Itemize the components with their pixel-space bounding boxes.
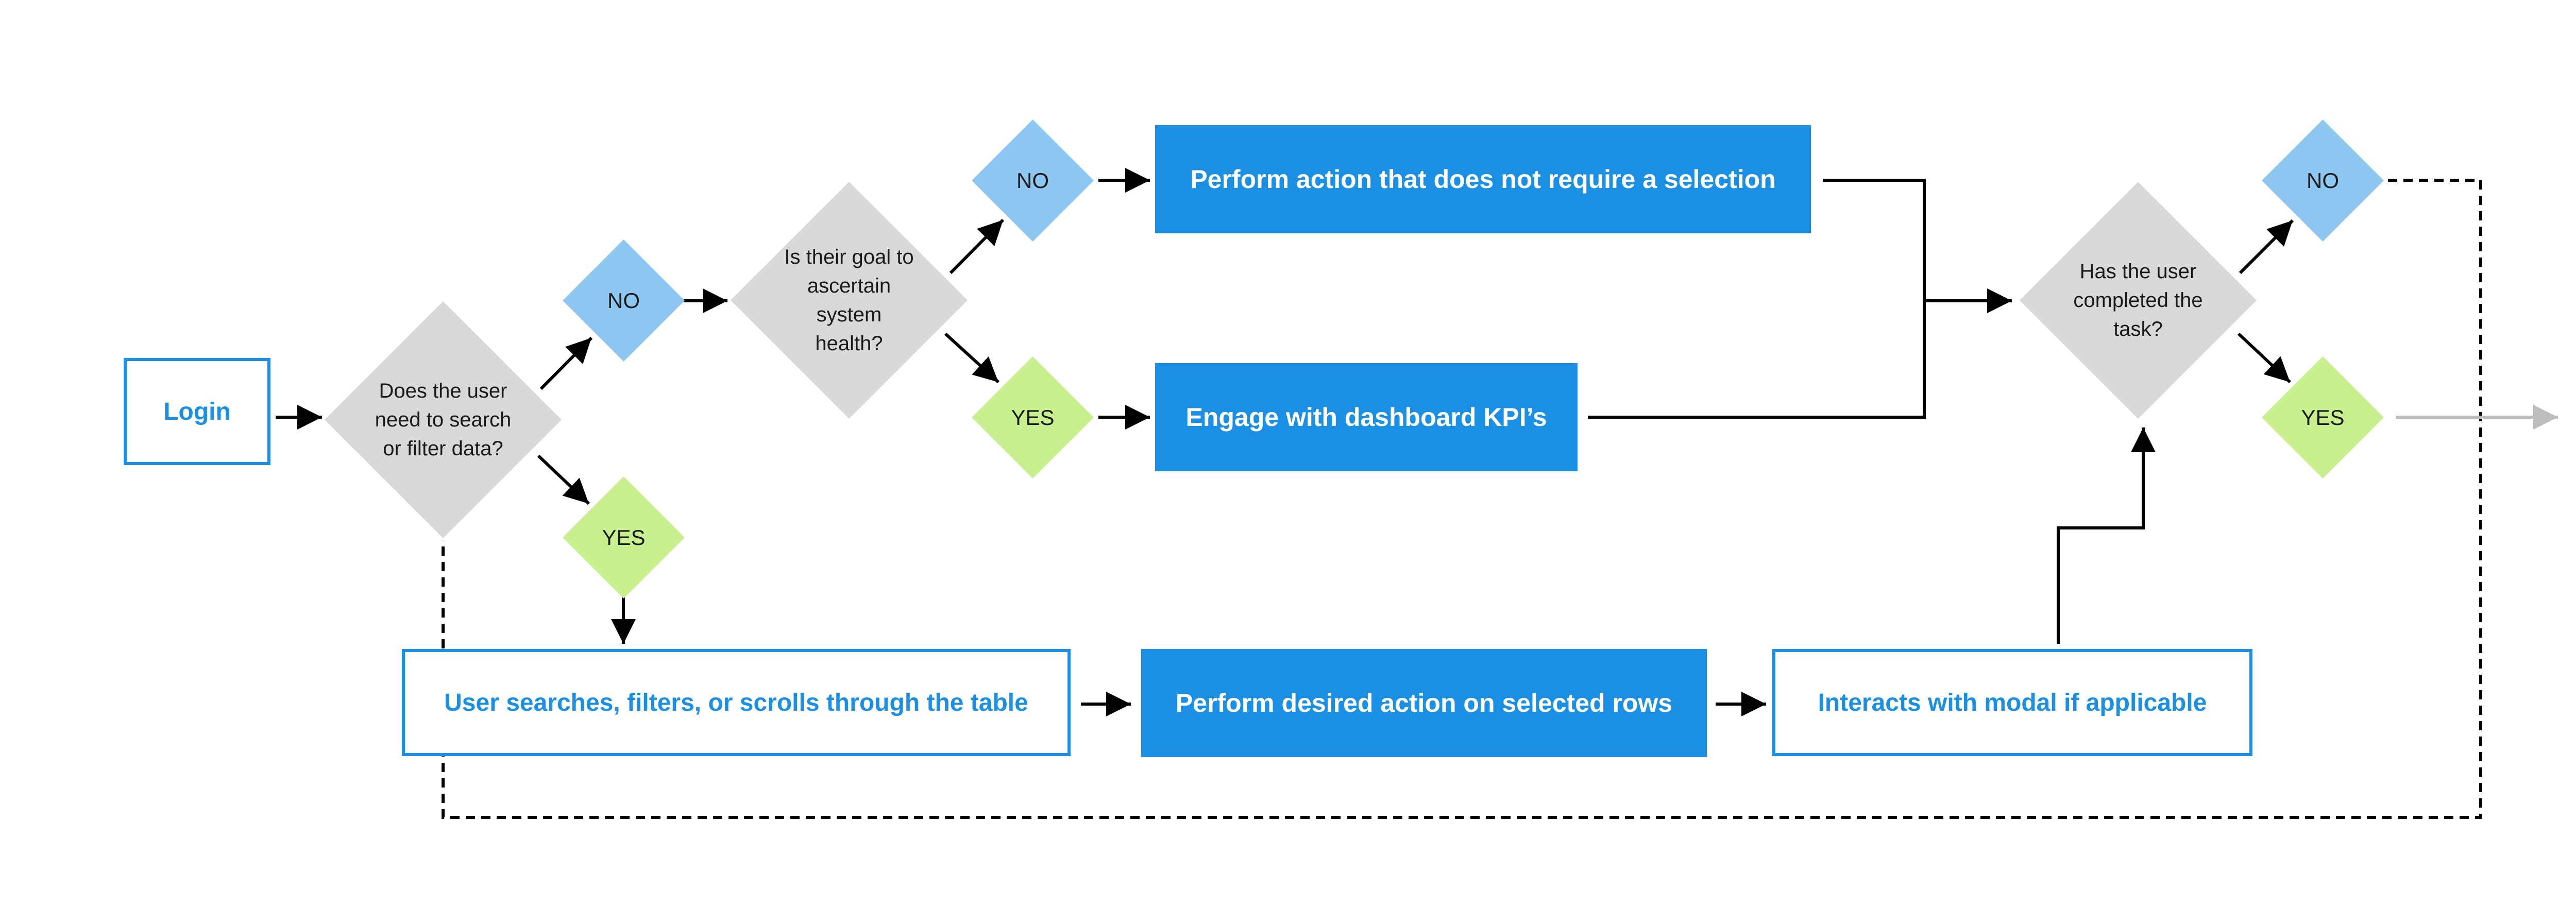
engage-kpi-box: Engage with dashboard KPI’s xyxy=(1155,363,1578,471)
goal-no-diamond: NO xyxy=(972,119,1094,242)
connector-modal-to-completed xyxy=(2057,427,2156,644)
decision-task-completed: Has the user completed the task? xyxy=(2020,182,2257,419)
decision-system-health: Is their goal to ascertain system health… xyxy=(731,182,968,419)
connector-search-to-no xyxy=(539,336,593,390)
modal-interaction-label: Interacts with modal if applicable xyxy=(1818,689,2207,716)
search-no-diamond: NO xyxy=(563,239,685,362)
connector-completed-to-yes xyxy=(2237,332,2292,384)
goal-yes-label: YES xyxy=(1011,405,1055,430)
decision-task-completed-text: Has the user completed the task? xyxy=(2073,260,2203,340)
completed-no-label: NO xyxy=(2307,168,2339,193)
table-interaction-label: User searches, filters, or scrolls throu… xyxy=(444,689,1028,716)
modal-interaction-box: Interacts with modal if applicable xyxy=(1772,649,2252,756)
action-selected-rows-label: Perform desired action on selected rows xyxy=(1175,689,1673,717)
connector-goal-to-yes xyxy=(944,332,1000,384)
connector-goal-to-no xyxy=(949,218,1005,275)
login-label: Login xyxy=(163,398,231,425)
engage-kpi-label: Engage with dashboard KPI’s xyxy=(1185,403,1547,432)
completed-yes-diamond: YES xyxy=(2262,356,2384,478)
action-no-selection-label: Perform action that does not require a s… xyxy=(1190,165,1776,194)
decision-search-filter: Does the user need to search or filter d… xyxy=(325,301,562,538)
completed-yes-label: YES xyxy=(2301,405,2345,430)
decision-search-filter-text: Does the user need to search or filter d… xyxy=(375,380,512,460)
login-box: Login xyxy=(124,358,270,465)
decision-system-health-text: Is their goal to ascertain system health… xyxy=(784,246,914,355)
table-interaction-box: User searches, filters, or scrolls throu… xyxy=(402,649,1071,756)
connector-action-merge xyxy=(1588,179,1926,419)
goal-yes-diamond: YES xyxy=(972,356,1094,478)
search-yes-label: YES xyxy=(602,525,646,550)
search-no-label: NO xyxy=(607,288,640,313)
search-yes-diamond: YES xyxy=(563,476,685,598)
action-no-selection-box: Perform action that does not require a s… xyxy=(1155,125,1811,233)
goal-no-label: NO xyxy=(1016,168,1049,193)
connector-completed-to-no xyxy=(2239,219,2294,275)
action-selected-rows-box: Perform desired action on selected rows xyxy=(1141,649,1707,757)
completed-no-diamond: NO xyxy=(2262,119,2384,242)
connector-search-to-yes xyxy=(537,454,590,505)
